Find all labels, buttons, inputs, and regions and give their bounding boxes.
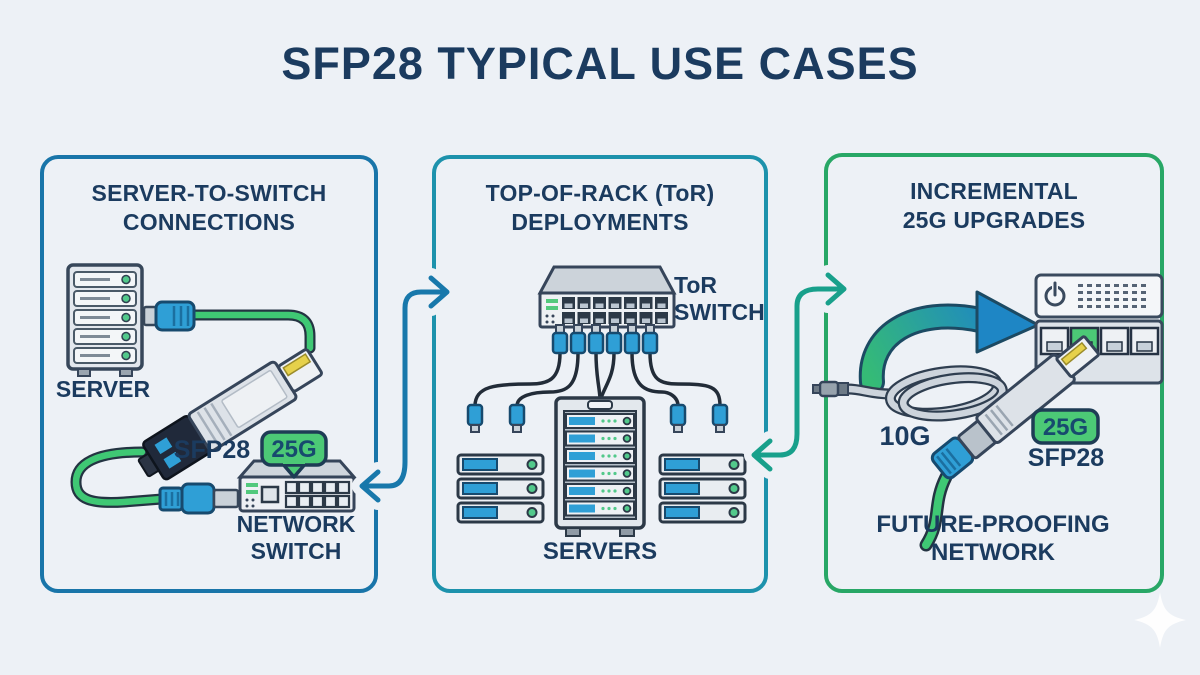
future-proofing-label-line2: NETWORK xyxy=(931,539,1055,567)
network-switch-label: NETWORK SWITCH xyxy=(218,511,374,565)
badge-25g-text: 25G xyxy=(1042,414,1089,441)
page-title: SFP28 TYPICAL USE CASES xyxy=(281,38,919,89)
servers-label: SERVERS xyxy=(542,538,658,565)
panel1-heading-line2: CONNECTIONS xyxy=(122,209,296,236)
panel1-heading: SERVER-TO-SWITCH CONNECTIONS xyxy=(50,179,368,237)
network-switch-label-line2: SWITCH xyxy=(250,537,342,564)
panel1-heading-line1: SERVER-TO-SWITCH xyxy=(91,180,327,206)
panel-tor-deployments: TOP-OF-RACK (ToR) DEPLOYMENTS xyxy=(432,155,768,593)
network-switch-label-line1: NETWORK xyxy=(236,511,356,537)
future-proofing-label-line1: FUTURE-PROOFING xyxy=(876,511,1110,538)
panel3-heading-line1: INCREMENTAL xyxy=(910,178,1078,204)
future-proofing-label: FUTURE-PROOFING NETWORK xyxy=(853,511,1133,567)
panel2-heading: TOP-OF-RACK (ToR) DEPLOYMENTS xyxy=(442,179,758,237)
old-speed-label: 10G xyxy=(879,421,931,451)
tor-switch-label-line1: ToR xyxy=(674,272,718,298)
panel3-heading: INCREMENTAL 25G UPGRADES xyxy=(834,177,1154,235)
panel2-heading-line2: DEPLOYMENTS xyxy=(511,209,689,236)
server-label: SERVER xyxy=(55,376,151,402)
panel2-heading-line1: TOP-OF-RACK (ToR) xyxy=(485,180,715,206)
sparkle-icon xyxy=(1134,592,1186,648)
panel3-heading-line2: 25G UPGRADES xyxy=(902,207,1086,234)
tor-switch-label-line2: SWITCH xyxy=(674,298,765,325)
badge-25g-text: 25G xyxy=(271,436,317,463)
sfp28-label: SFP28 xyxy=(1027,444,1105,472)
tor-switch-label: ToR SWITCH xyxy=(674,272,784,326)
